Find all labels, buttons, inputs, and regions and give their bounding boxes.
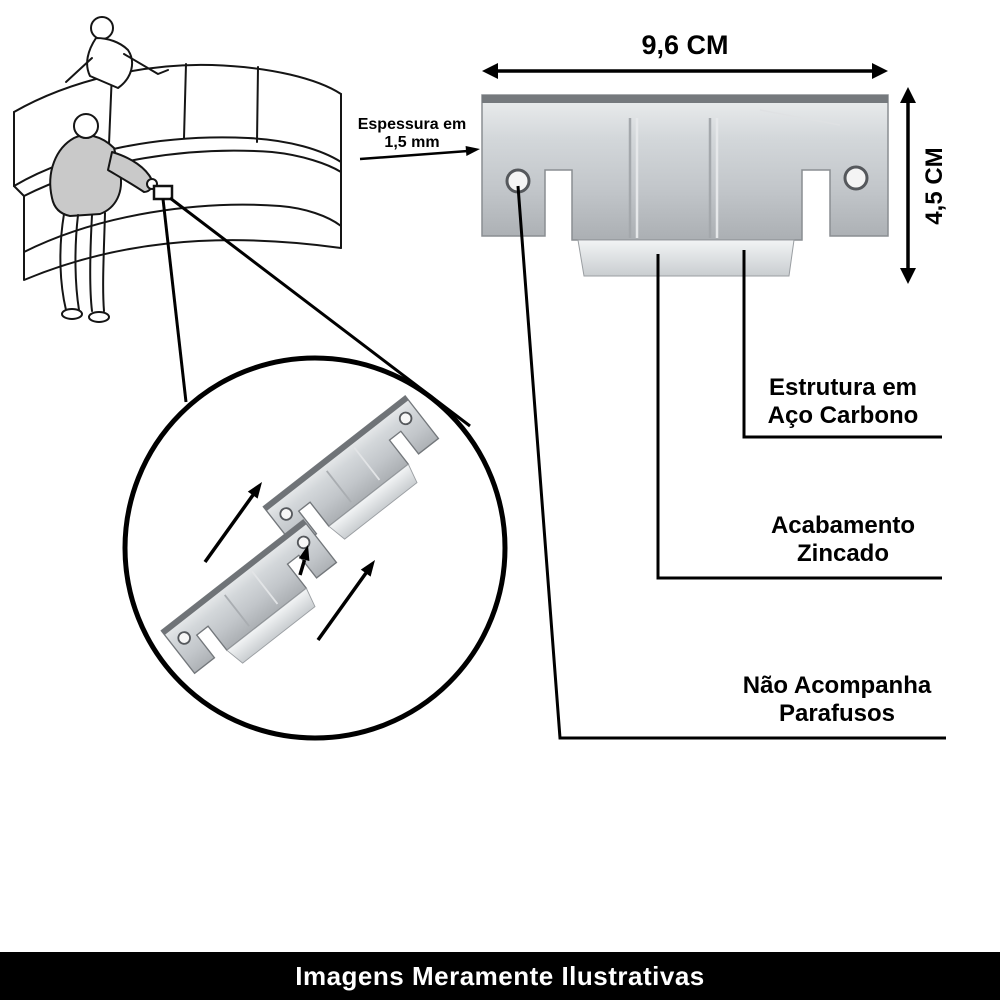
height-dimension-label: 4,5 CM <box>921 147 948 225</box>
callout-estrutura-label: Estrutura em Aço Carbono <box>767 374 919 429</box>
footer-bar: Imagens Meramente Ilustrativas <box>0 952 1000 1000</box>
callout-line-parafusos <box>516 185 946 740</box>
person-bent <box>49 113 158 323</box>
thickness-pointer <box>359 146 480 161</box>
bracket-plate <box>481 94 889 277</box>
zoom-arrows <box>203 482 375 642</box>
mounting-point-marker <box>152 184 174 201</box>
footer-text: Imagens Meramente Ilustrativas <box>295 960 705 991</box>
width-dimension-arrow <box>482 63 888 79</box>
callout-parafusos-label: Não Acompanha Parafusos <box>742 672 932 727</box>
bracket-flange <box>577 239 795 277</box>
thickness-label: Espessura em 1,5 mm <box>357 116 467 152</box>
callout-line-acabamento <box>656 254 942 580</box>
person-top <box>65 16 169 89</box>
bracket-hole-right <box>843 165 869 191</box>
height-dimension-arrow <box>900 87 916 284</box>
callout-line-estrutura <box>742 250 942 439</box>
callout-acabamento-label: Acabamento Zincado <box>770 512 916 567</box>
width-dimension-label: 9,6 CM <box>641 30 729 60</box>
